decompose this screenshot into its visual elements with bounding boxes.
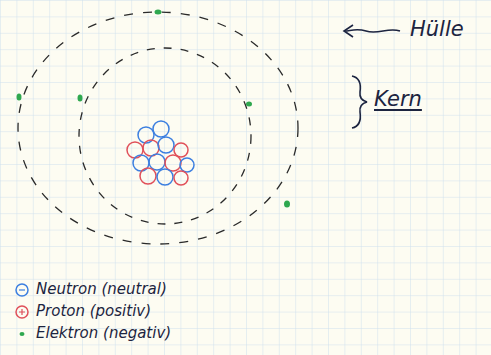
legend-text: Elektron (negativ) xyxy=(36,325,171,342)
nucleus xyxy=(127,121,194,185)
shell-label: Hülle xyxy=(410,18,464,41)
inner-shell xyxy=(79,48,251,224)
outer-shell xyxy=(18,12,298,244)
electrons xyxy=(17,10,291,208)
arrow-head xyxy=(344,25,353,37)
nucleus-label: Kern xyxy=(374,88,422,111)
pointer-arrow xyxy=(345,30,400,32)
legend-text: Neutron (neutral) xyxy=(36,281,167,298)
brace xyxy=(352,76,367,128)
legend-text: Proton (positiv) xyxy=(36,303,151,320)
legend-samples xyxy=(16,284,28,336)
